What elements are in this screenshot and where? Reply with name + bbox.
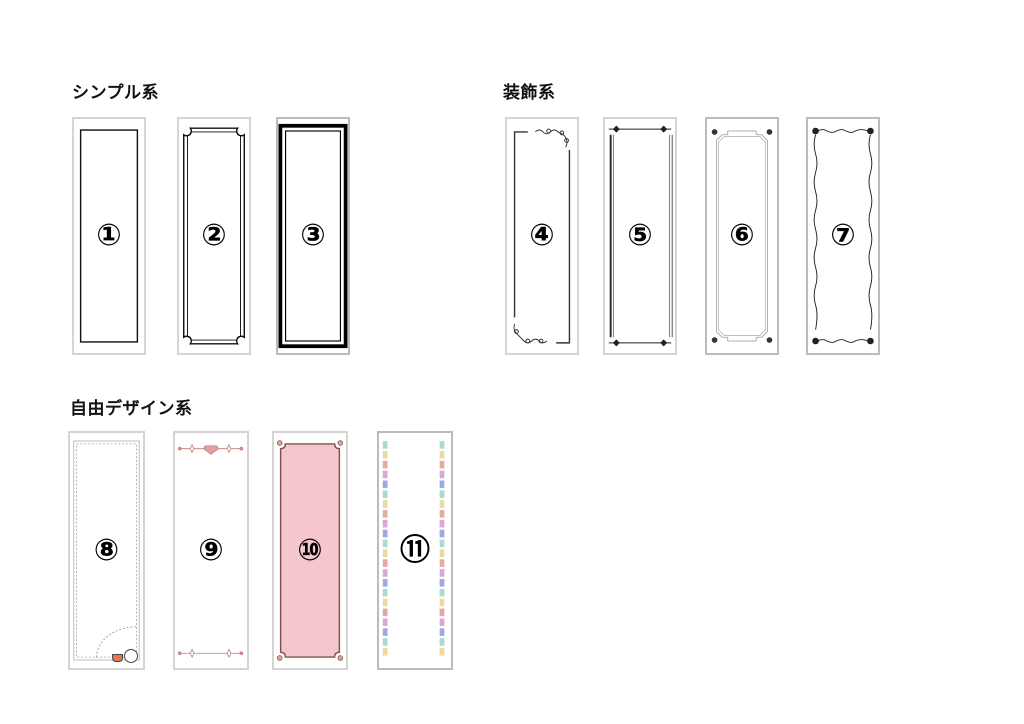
tape-segment — [439, 628, 445, 636]
tape-segment — [382, 549, 388, 558]
tape-segment — [439, 647, 445, 656]
frame-number: ⑧ — [93, 532, 120, 568]
teacup-icon — [112, 654, 123, 662]
tape-segment — [439, 450, 445, 459]
tape-segment — [382, 519, 388, 528]
frame-border — [812, 127, 874, 345]
frame-number: ① — [96, 218, 122, 253]
tape-segment — [382, 470, 388, 479]
tape-segment — [382, 608, 388, 617]
frame-template-5[interactable]: ⑤ — [603, 117, 677, 355]
frame-border — [73, 440, 140, 661]
tape-segment — [439, 618, 445, 627]
tape-segment — [382, 569, 388, 577]
frame-template-11[interactable]: ⑪ — [377, 431, 453, 670]
tape-segment — [382, 500, 388, 508]
section-title-decorative: 装飾系 — [503, 83, 556, 103]
tape-segment — [439, 588, 445, 597]
frame-border — [79, 129, 139, 343]
section-title-free-design: 自由デザイン系 — [70, 399, 193, 419]
frame-number: ⑦ — [830, 218, 856, 253]
tape-segment — [439, 549, 445, 558]
frame-border — [177, 443, 244, 659]
tape-segment — [439, 500, 445, 508]
frame-number: ⑩ — [297, 532, 323, 568]
frame-border — [608, 125, 673, 347]
frame-template-4[interactable]: ④ — [505, 117, 579, 355]
frame-template-3[interactable]: ③ — [276, 117, 350, 355]
tape-segment — [382, 539, 388, 548]
tape-segment — [439, 470, 445, 479]
frame-template-8[interactable]: ⑧ — [68, 431, 145, 670]
frame-template-2[interactable]: ② — [177, 117, 251, 355]
frame-number: ⑪ — [400, 532, 430, 568]
frame-number: ⑨ — [198, 532, 224, 568]
frame-border — [278, 123, 348, 349]
tape-segment — [439, 480, 445, 489]
tape-segment — [439, 519, 445, 528]
tape-segment — [382, 529, 388, 538]
tape-segment — [439, 490, 445, 498]
tape-segment — [439, 559, 445, 567]
tape-segment — [439, 608, 445, 617]
frame-template-6[interactable]: ⑥ — [705, 117, 779, 355]
frame-border — [183, 127, 245, 345]
frame-number: ② — [201, 218, 227, 253]
frame-number: ③ — [300, 218, 326, 253]
frame-border — [382, 441, 445, 656]
tape-segment — [382, 441, 388, 449]
tape-segment — [439, 638, 445, 646]
tape-segment — [382, 480, 388, 489]
frame-border — [711, 129, 773, 343]
tape-segment — [382, 510, 388, 518]
tape-segment — [382, 559, 388, 567]
tape-segment — [382, 460, 388, 469]
tape-segment — [382, 588, 388, 597]
tape-segment — [382, 628, 388, 636]
tape-segment — [439, 510, 445, 518]
frame-template-1[interactable]: ① — [72, 117, 146, 355]
tape-segment — [439, 441, 445, 449]
frame-border — [513, 128, 571, 344]
section-title-simple: シンプル系 — [72, 83, 159, 103]
frame-template-10[interactable]: ⑩ — [272, 431, 348, 670]
tape-segment — [382, 579, 388, 587]
tape-segment — [439, 598, 445, 607]
tape-segment — [382, 598, 388, 607]
tape-segment — [382, 618, 388, 627]
tape-segment — [382, 647, 388, 656]
tape-segment — [439, 529, 445, 538]
tape-segment — [382, 490, 388, 498]
frame-number: ⑥ — [729, 218, 755, 253]
frame-border — [276, 440, 344, 661]
frame-number: ⑤ — [627, 218, 653, 253]
tape-segment — [382, 450, 388, 459]
tape-segment — [439, 579, 445, 587]
frame-template-7[interactable]: ⑦ — [806, 117, 880, 355]
tape-segment — [439, 569, 445, 577]
frame-template-9[interactable]: ⑨ — [173, 431, 249, 670]
frame-number: ④ — [529, 218, 555, 253]
teapot-icon — [124, 649, 138, 663]
tape-segment — [439, 539, 445, 548]
tape-segment — [382, 638, 388, 646]
tape-segment — [439, 460, 445, 469]
